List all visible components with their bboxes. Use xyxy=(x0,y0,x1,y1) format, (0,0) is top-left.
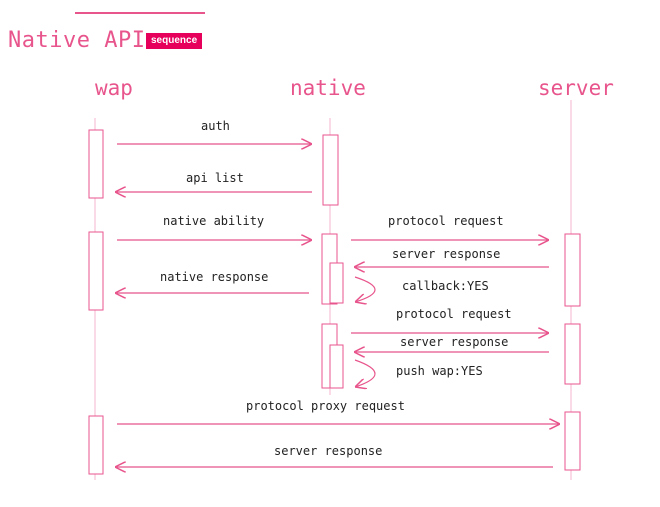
activation-server-1 xyxy=(564,233,581,307)
activation-native-1 xyxy=(322,134,339,206)
message-native-ability: native ability xyxy=(163,214,264,228)
message-auth: auth xyxy=(201,119,230,133)
message-server-response-1: server response xyxy=(392,247,500,261)
activation-wap-3 xyxy=(88,415,104,475)
top-accent-line xyxy=(75,12,205,14)
message-protocol-request-2: protocol request xyxy=(396,307,512,321)
sequence-badge: sequence xyxy=(146,33,203,49)
activation-server-2 xyxy=(564,323,581,385)
actor-wap: wap xyxy=(95,76,133,100)
activation-native-2-inner xyxy=(329,262,344,304)
actor-server: server xyxy=(538,76,614,100)
message-protocol-request-1: protocol request xyxy=(388,214,504,228)
message-server-response-3: server response xyxy=(274,444,382,458)
activation-native-3-inner xyxy=(329,344,344,389)
activation-wap-1 xyxy=(88,129,104,199)
message-push-wap: push wap:YES xyxy=(396,364,483,378)
activation-wap-2 xyxy=(88,231,104,311)
message-server-response-2: server response xyxy=(400,335,508,349)
message-callback: callback:YES xyxy=(402,279,489,293)
page-title: Native API xyxy=(8,28,146,53)
activation-server-3 xyxy=(564,411,581,471)
actor-native: native xyxy=(290,76,366,100)
message-native-response: native response xyxy=(160,270,268,284)
arrow-callback-self xyxy=(355,276,376,302)
arrow-push-wap-self xyxy=(355,359,376,387)
message-protocol-proxy-request: protocol proxy request xyxy=(246,399,405,413)
message-api-list: api list xyxy=(186,171,244,185)
